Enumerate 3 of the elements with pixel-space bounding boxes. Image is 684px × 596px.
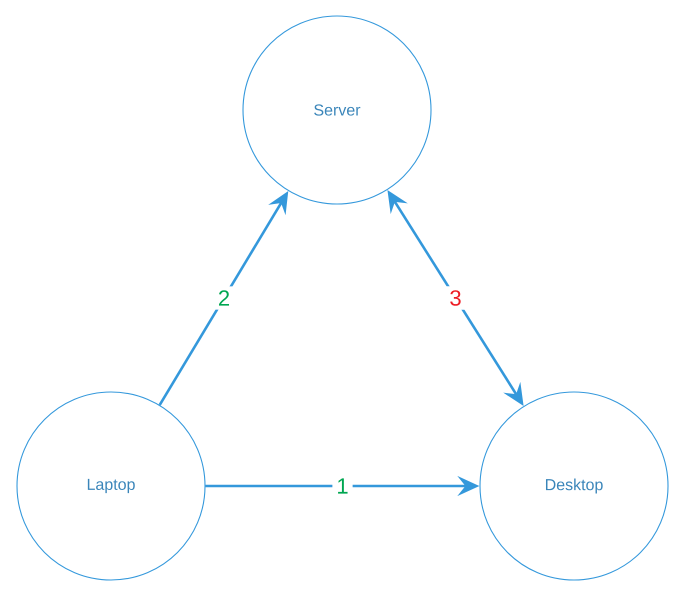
edge-label: 1 <box>332 474 353 498</box>
edge-label: 3 <box>445 286 466 310</box>
edge-label: 2 <box>214 286 234 310</box>
